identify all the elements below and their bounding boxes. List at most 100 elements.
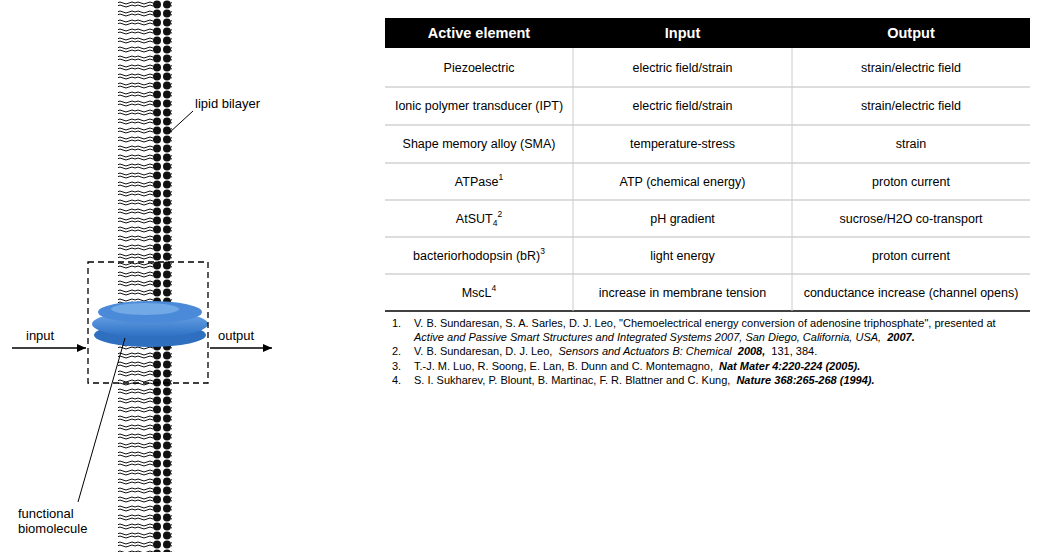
reference-text: Nature 368:265-268 (1994). [736, 374, 874, 386]
cell-content: ATPase1 [455, 175, 503, 189]
table-cell: pH gradient [573, 200, 792, 237]
signal-label: output [218, 328, 254, 343]
reference-text: 2007. [887, 331, 915, 343]
table-text: proton current [872, 175, 950, 189]
signal-label: input [26, 328, 54, 343]
table-text: Active element [428, 25, 530, 41]
cell-content: Shape memory alloy (SMA) [403, 137, 556, 151]
table-cell: Shape memory alloy (SMA) [385, 125, 573, 163]
reference-body: S. I. Sukharev, P. Blount, B. Martinac, … [414, 374, 1022, 388]
table-cell: electric field/strain [573, 87, 792, 125]
table-cell: ATP (chemical energy) [573, 163, 792, 200]
table-cell: MscL4 [385, 274, 573, 311]
cell-content: sucrose/H2O co-transport [839, 212, 982, 226]
reference-body: V. B. Sundaresan, S. A. Sarles, D. J. Le… [414, 317, 1022, 344]
cell-content: proton current [872, 175, 950, 189]
functional-biomolecule-shape [92, 301, 208, 347]
table-cell: strain/electric field [792, 87, 1030, 125]
reference-number: 2. [392, 345, 401, 359]
table-text: AtSUT [456, 212, 493, 226]
reference-text: V. B. Sundaresan, S. A. Sarles, D. J. Le… [414, 317, 996, 329]
cell-content: electric field/strain [632, 99, 732, 113]
cell-content: pH gradient [650, 212, 715, 226]
reference-number: 1. [392, 317, 401, 331]
cell-content: Ionic polymer transducer (IPT) [395, 99, 563, 113]
table-text: strain/electric field [861, 61, 961, 75]
table-text: temperature-stress [630, 137, 735, 151]
lipid-bilayer [118, 0, 172, 552]
table-grid [385, 18, 1030, 311]
table-cell: proton current [792, 237, 1030, 274]
reference-text: S. I. Sukharev, P. Blount, B. Martinac, … [414, 374, 730, 386]
table-text: strain [896, 137, 927, 151]
table-text: pH gradient [650, 212, 715, 226]
reference-text: Nat Mater 4:220-224 (2005). [719, 360, 860, 372]
signal-label: output [218, 328, 254, 343]
cell-content: Piezoelectric [444, 61, 515, 75]
reference: 1. V. B. Sundaresan, S. A. Sarles, D. J. … [392, 317, 1022, 344]
part-label: lipid bilayer [195, 96, 260, 111]
table-cell: Ionic polymer transducer (IPT) [385, 87, 573, 125]
table-cell: Piezoelectric [385, 48, 573, 87]
reference: 2. V. B. Sundaresan, D. J. Leo, Sensors a… [392, 345, 1022, 359]
cell-content: increase in membrane tension [599, 286, 766, 300]
part-label: functional biomolecule [18, 506, 87, 536]
reference: 4.S. I. Sukharev, P. Blount, B. Martinac… [392, 374, 1022, 388]
reference-mark: 4 [493, 218, 498, 228]
table-text: bacteriorhodopsin (bR) [413, 249, 540, 263]
table-text: proton current [872, 249, 950, 263]
table-header: Output [792, 18, 1030, 48]
cell-content: strain [896, 137, 927, 151]
table-text: Piezoelectric [444, 61, 515, 75]
signal-label: input [26, 328, 54, 343]
table-cell: proton current [792, 163, 1030, 200]
leader-line [169, 111, 193, 133]
table-text: increase in membrane tension [599, 286, 766, 300]
input-arrow [12, 347, 86, 349]
table-text: Ionic polymer transducer (IPT) [395, 99, 563, 113]
cell-content: conductance increase (channel opens) [804, 286, 1019, 300]
cell-content: MscL4 [462, 286, 497, 300]
cell-content: electric field/strain [632, 61, 732, 75]
reference-mark: 4 [492, 283, 497, 293]
table-cell: light energy [573, 237, 792, 274]
table-text: Output [887, 25, 935, 41]
table-cell: strain [792, 125, 1030, 163]
table-text: electric field/strain [632, 61, 732, 75]
reference-text: Sensors and Actuators B: Chemical [558, 345, 731, 357]
table-text: ATPase [455, 175, 499, 189]
table-cell: sucrose/H2O co-transport [792, 200, 1030, 237]
reference-text: V. B. Sundaresan, D. J. Leo, [414, 345, 552, 357]
reference-text: Active and Passive Smart Structures and … [414, 331, 881, 343]
reference-mark: 1 [498, 172, 503, 182]
table-cell: AtSUT42 [385, 200, 573, 237]
reference-body: T.-J. M. Luo, R. Soong, E. Lan, B. Dunn … [414, 360, 1022, 374]
table-cell: strain/electric field [792, 48, 1030, 87]
table-header: Active element [385, 18, 573, 48]
part-label: functional biomolecule [18, 506, 108, 536]
reference: 3.T.-J. M. Luo, R. Soong, E. Lan, B. Dun… [392, 360, 1022, 374]
table-text: conductance increase (channel opens) [804, 286, 1019, 300]
cell-content: Input [665, 26, 700, 40]
table-text: strain/electric field [861, 99, 961, 113]
table-text: electric field/strain [632, 99, 732, 113]
cell-content: Active element [428, 26, 530, 40]
table-cell: electric field/strain [573, 48, 792, 87]
reference-body: V. B. Sundaresan, D. J. Leo, Sensors and… [414, 345, 1022, 359]
cell-content: AtSUT42 [456, 212, 502, 226]
cell-content: light energy [650, 249, 715, 263]
reference-text: 2008, [738, 345, 766, 357]
table-text: MscL [462, 286, 492, 300]
table-text: sucrose/H2O co-transport [839, 212, 982, 226]
leader-line [78, 338, 125, 502]
table-text: Shape memory alloy (SMA) [403, 137, 556, 151]
cell-content: bacteriorhodopsin (bR)3 [413, 249, 545, 263]
table-text: Input [665, 25, 700, 41]
reference-mark: 2 [497, 209, 502, 219]
table-cell: increase in membrane tension [573, 274, 792, 311]
table-header: Input [573, 18, 792, 48]
table-cell: ATPase1 [385, 163, 573, 200]
cell-content: Output [887, 26, 935, 40]
reference-mark: 3 [540, 246, 545, 256]
